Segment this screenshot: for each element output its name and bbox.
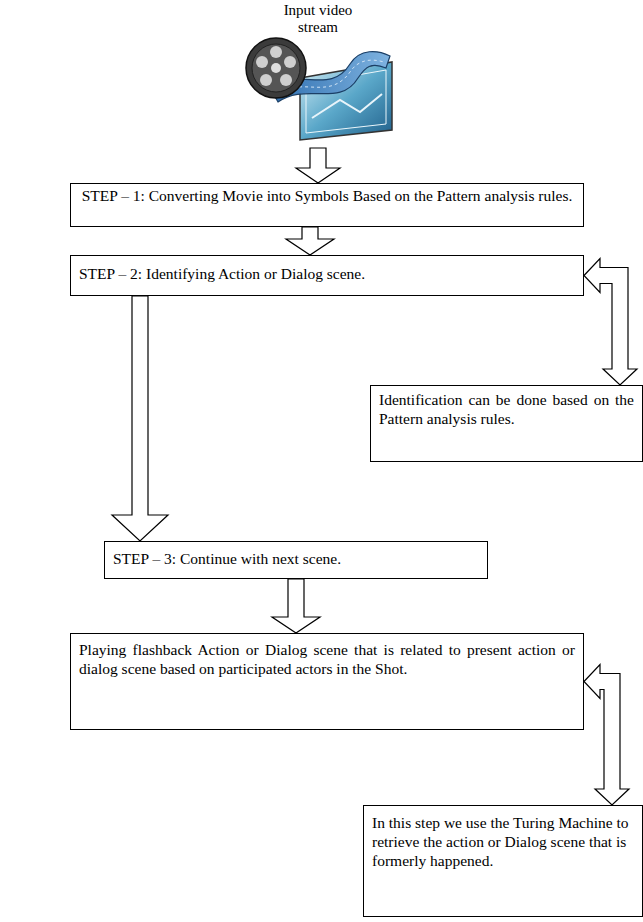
note-box: Identification can be done based on the … [370,385,643,462]
block-arrow [584,259,637,386]
input-label: Input video stream [270,2,366,37]
block-arrow [272,579,320,633]
box-text: STEP – 2: Identifying Action or Dialog s… [79,265,575,284]
block-arrow [584,665,629,806]
process-box: STEP – 2: Identifying Action or Dialog s… [70,255,584,296]
process-box: Playing flashback Action or Dialog scene… [70,633,584,730]
block-arrow [112,296,168,541]
film-reel [246,38,306,98]
process-box: STEP – 3: Continue with next scene. [104,541,488,579]
box-text: Identification can be done based on the … [379,391,634,429]
box-text: In this step we use the Turing Machine t… [372,814,634,871]
box-text: Playing flashback Action or Dialog scene… [79,641,575,679]
box-text: STEP – 3: Continue with next scene. [113,550,479,569]
note-box: In this step we use the Turing Machine t… [363,805,643,917]
input-arrow [296,148,340,183]
process-box: STEP – 1: Converting Movie into Symbols … [70,183,584,227]
box-text: STEP – 1: Converting Movie into Symbols … [81,187,573,206]
block-arrow [286,227,334,255]
